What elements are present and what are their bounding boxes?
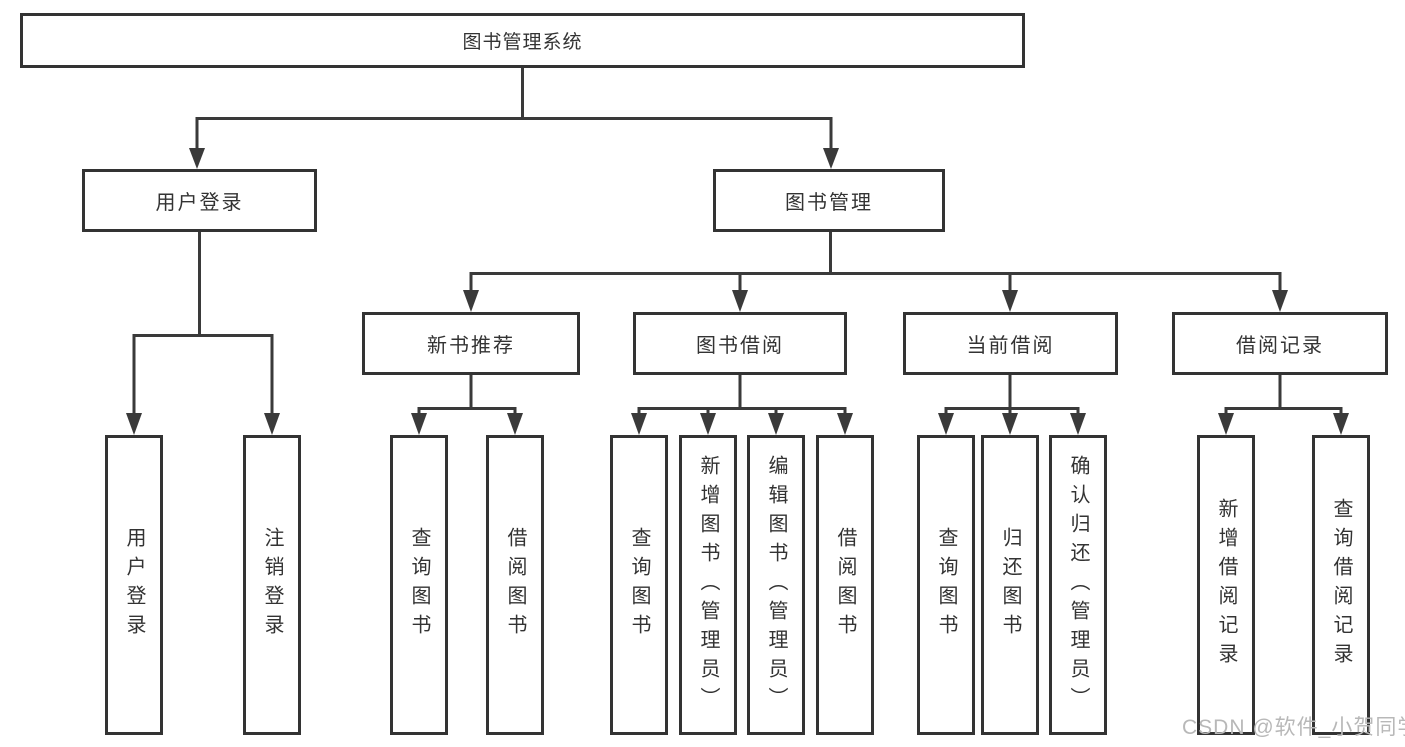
leaf-return-books: 归还图书 bbox=[981, 435, 1039, 735]
leaf-borrow-books: 借阅图书 bbox=[816, 435, 874, 735]
node-book-management: 图书管理 bbox=[713, 169, 945, 232]
node-current-borrow: 当前借阅 bbox=[903, 312, 1118, 375]
leaf-add-borrow-record: 新增借阅记录 bbox=[1197, 435, 1255, 735]
node-user-login: 用户登录 bbox=[82, 169, 317, 232]
csdn-watermark: CSDN @软件_小贺同学 bbox=[1182, 716, 1405, 739]
leaf-query-books-borrow: 查询图书 bbox=[610, 435, 668, 735]
leaf-logout: 注销登录 bbox=[243, 435, 301, 735]
node-book-borrow: 图书借阅 bbox=[633, 312, 847, 375]
leaf-query-borrow-record: 查询借阅记录 bbox=[1312, 435, 1370, 735]
leaf-borrow-books-recommend: 借阅图书 bbox=[486, 435, 544, 735]
node-new-book-recommend: 新书推荐 bbox=[362, 312, 580, 375]
leaf-add-books-admin: 新增图书（管理员） bbox=[679, 435, 737, 735]
leaf-edit-books-admin: 编辑图书（管理员） bbox=[747, 435, 805, 735]
leaf-query-books-recommend: 查询图书 bbox=[390, 435, 448, 735]
leaf-user-login: 用户登录 bbox=[105, 435, 163, 735]
node-root-system: 图书管理系统 bbox=[20, 13, 1025, 68]
node-borrow-records: 借阅记录 bbox=[1172, 312, 1388, 375]
leaf-query-books-current: 查询图书 bbox=[917, 435, 975, 735]
leaf-confirm-return-admin: 确认归还（管理员） bbox=[1049, 435, 1107, 735]
